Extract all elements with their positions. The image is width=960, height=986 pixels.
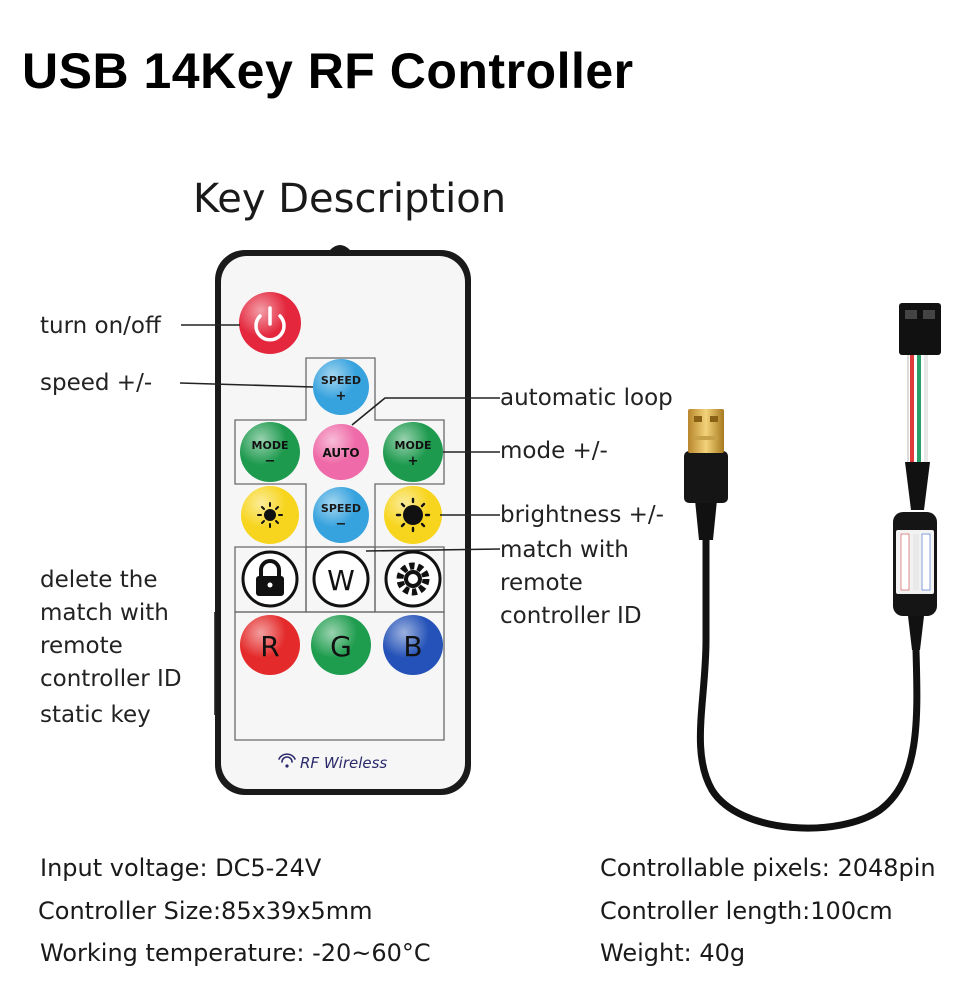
speed-plus-label: SPEED: [321, 374, 361, 387]
brand-mark: RF Wireless: [278, 753, 387, 772]
mode-plus-button[interactable]: MODE +: [383, 422, 443, 482]
page-title: USB 14Key RF Controller: [22, 43, 634, 99]
speed-minus-button[interactable]: SPEED −: [313, 487, 369, 543]
label-delete-line1: delete the: [40, 567, 158, 593]
leader-lines: [179, 324, 501, 715]
blue-key-button[interactable]: B: [383, 615, 443, 675]
speed-plus-sign: +: [336, 389, 347, 404]
mode-minus-label: MODE: [252, 439, 289, 452]
wifi-icon: [278, 753, 296, 768]
label-mode: mode +/-: [500, 438, 608, 464]
spec-input-voltage: Input voltage: DC5-24V: [40, 854, 322, 882]
speed-plus-button[interactable]: SPEED +: [313, 359, 369, 415]
spec-weight-value: 40g: [699, 939, 746, 967]
label-match-line1: match with: [500, 537, 629, 563]
spec-length-value: 100cm: [810, 897, 893, 925]
gear-icon: [396, 562, 430, 596]
spec-temperature: Working temperature: -20~60°C: [40, 939, 431, 967]
label-static-key: static key: [40, 702, 151, 728]
green-key-button[interactable]: G: [311, 615, 371, 675]
green-key-label: G: [330, 630, 352, 663]
brightness-minus-button[interactable]: [241, 486, 299, 544]
white-key-label: W: [327, 564, 355, 597]
label-delete-line4: controller ID: [40, 666, 182, 692]
red-key-label: R: [260, 630, 279, 663]
lock-icon: [256, 559, 284, 596]
auto-button[interactable]: AUTO: [313, 424, 369, 480]
label-speed: speed +/-: [40, 370, 153, 396]
power-icon: [254, 314, 286, 342]
label-match-line3: controller ID: [500, 603, 642, 629]
label-brightness: brightness +/-: [500, 502, 664, 528]
spec-size-value: 85x39x5mm: [221, 897, 373, 925]
mode-minus-button[interactable]: MODE −: [240, 422, 300, 482]
blue-key-label: B: [403, 630, 422, 663]
sun-small-icon: [257, 502, 283, 528]
lock-button[interactable]: [241, 550, 299, 608]
red-key-button[interactable]: R: [240, 615, 300, 675]
spec-size-label: Controller Size:: [38, 897, 222, 925]
label-turn-on-off: turn on/off: [40, 313, 161, 339]
spec-weight: Weight: 40g: [600, 939, 745, 967]
power-button[interactable]: [239, 292, 301, 354]
usb-controller-image: [684, 303, 941, 832]
label-match-line2: remote: [500, 570, 583, 596]
spec-pixels: Controllable pixels: 2048pin: [600, 854, 936, 882]
spec-weight-label: Weight:: [600, 939, 692, 967]
mode-plus-sign: +: [408, 454, 419, 469]
sun-large-icon: [395, 497, 431, 533]
spec-controller-size: Controller Size:85x39x5mm: [38, 897, 373, 925]
brand-label: RF Wireless: [300, 754, 387, 772]
speed-minus-label: SPEED: [321, 502, 361, 515]
section-title: Key Description: [193, 176, 507, 222]
spec-length: Controller length:100cm: [600, 897, 893, 925]
brightness-plus-button[interactable]: [384, 486, 442, 544]
label-delete-line2: match with: [40, 600, 169, 626]
white-key-button[interactable]: W: [312, 550, 370, 608]
label-automatic-loop: automatic loop: [500, 385, 673, 411]
auto-label: AUTO: [322, 446, 359, 460]
mode-minus-sign: −: [265, 454, 276, 469]
mode-plus-label: MODE: [395, 439, 432, 452]
label-delete-line3: remote: [40, 633, 123, 659]
spec-length-label: Controller length:: [600, 897, 811, 925]
settings-button[interactable]: [384, 550, 442, 608]
speed-minus-sign: −: [336, 517, 347, 532]
